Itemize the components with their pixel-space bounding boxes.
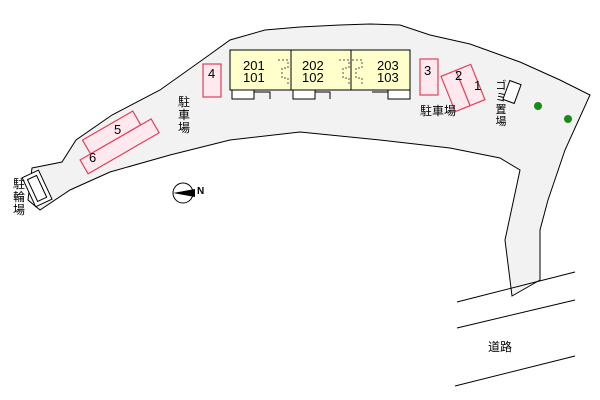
road-edge-middle — [456, 299, 576, 329]
road-edge-top — [456, 271, 576, 303]
compass-north-label: N — [197, 186, 205, 197]
unit-label-102: 102 — [302, 70, 324, 85]
apartment-building — [229, 49, 411, 100]
bicycle-parking-label: 駐輪場 — [12, 177, 25, 217]
bicycle-shed — [21, 169, 53, 208]
parking-number-4: 4 — [208, 66, 216, 81]
unit-label-103: 103 — [377, 70, 399, 85]
parking-space-4 — [202, 63, 222, 98]
parking-spaces-1-2 — [440, 63, 486, 113]
parking-number-5: 5 — [114, 122, 122, 137]
parking-space-3 — [419, 58, 439, 96]
tree-2 — [564, 115, 572, 123]
parking-number-3: 3 — [424, 63, 432, 78]
tree-1 — [534, 102, 542, 110]
unit-label-101: 101 — [243, 70, 265, 85]
unit-label-202: 202 — [302, 58, 324, 73]
parking-label-right: 駐車場 — [420, 104, 457, 118]
garbage-box — [502, 79, 522, 105]
unit-label-203: 203 — [377, 58, 399, 73]
garbage-area-label: ゴミ置場 — [495, 79, 507, 128]
parking-label-center: 駐車場 — [177, 95, 190, 135]
parking-number-1: 1 — [474, 78, 482, 93]
compass-icon — [172, 182, 195, 204]
parking-spaces-5-6 — [79, 110, 160, 175]
unit-label-201: 201 — [243, 58, 265, 73]
road-edge-bottom — [454, 355, 576, 387]
road-label: 道路 — [488, 340, 513, 354]
parking-number-6: 6 — [89, 150, 97, 165]
parking-number-2: 2 — [455, 68, 463, 83]
